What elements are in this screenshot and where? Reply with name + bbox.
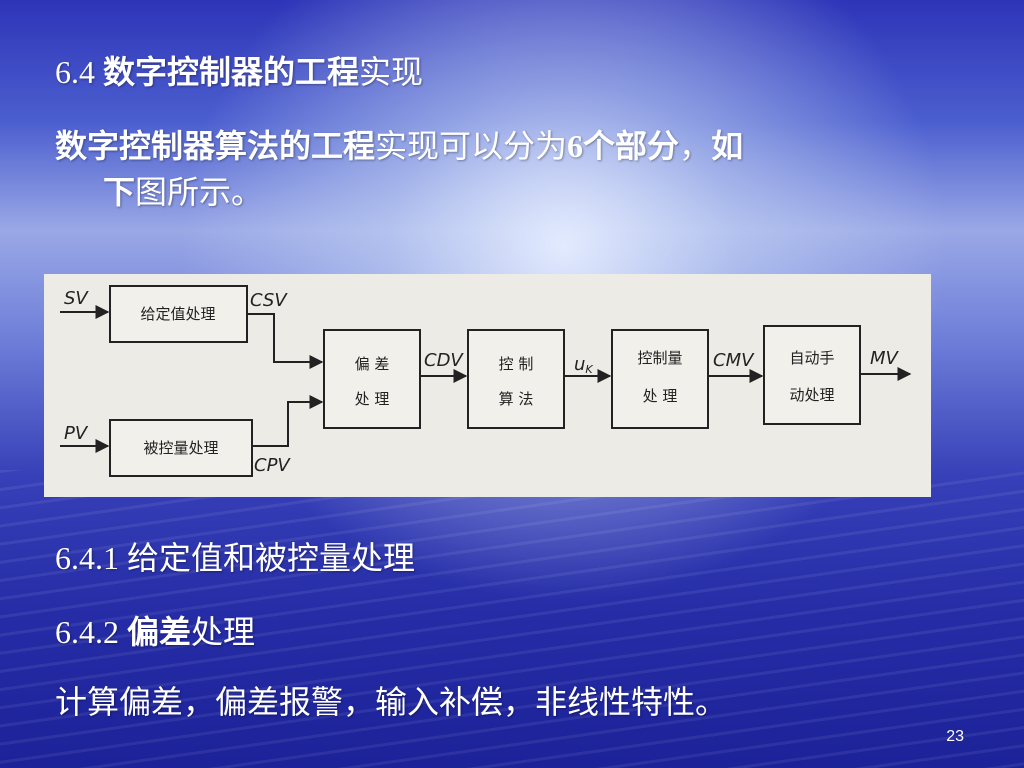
algorithm-block-label-2: 算 法: [499, 390, 534, 408]
uk-main: u: [574, 354, 585, 375]
mv-label: MV: [870, 348, 900, 369]
intro-rest-text: 实现可以分为: [375, 127, 568, 165]
uk-subscript: K: [585, 363, 593, 376]
csv-arrow: [247, 313, 324, 369]
sec2-bold-text: 偏差: [127, 613, 192, 651]
algorithm-block-label-1: 控 制: [499, 355, 534, 373]
intro2-bold-text: 下: [103, 173, 136, 211]
intro-bold-text: 数字控制器算法的工程: [55, 127, 376, 165]
control-output-block: [611, 329, 709, 429]
sv-label: SV: [64, 288, 89, 309]
output-block-label-2: 处 理: [643, 387, 678, 405]
intro-end-text: 如: [711, 127, 744, 165]
sec1-number: 6.4.1: [55, 540, 127, 576]
intro-bold-text-2: 个部分: [583, 127, 680, 165]
pv-label: PV: [64, 423, 89, 444]
manual-block-label-1: 自动手: [789, 349, 834, 367]
uk-label: uK: [574, 354, 593, 376]
setpoint-processing-block: [109, 285, 248, 343]
cpv-label: CPV: [254, 455, 291, 476]
measured-processing-block: [109, 419, 253, 477]
section-6-4-2: 6.4.2 偏差处理: [55, 612, 255, 652]
cmv-label: CMV: [713, 350, 755, 371]
cpv-arrow: [252, 395, 324, 447]
measured-block-label: 被控量处理: [143, 439, 218, 457]
setpoint-block-label: 给定值处理: [140, 305, 215, 323]
deviation-block-label-2: 处 理: [355, 390, 390, 408]
title-bold-text: 数字控制器的工程: [103, 53, 360, 91]
intro-line-1: 数字控制器算法的工程实现可以分为6个部分，如: [55, 126, 743, 166]
output-block-label-1: 控制量: [637, 349, 682, 367]
csv-label: CSV: [250, 290, 288, 311]
sec1-text: 给定值和被控量处理: [127, 539, 416, 577]
block-diagram: SV PV CSV CPV CDV uK CMV MV 给定值处理 被控量处理 …: [44, 274, 931, 497]
intro-comma: ，: [679, 127, 712, 165]
sec2-number: 6.4.2: [55, 614, 127, 650]
section-6-4-1: 6.4.1 给定值和被控量处理: [55, 538, 415, 578]
sec2-rest-text: 处理: [191, 613, 256, 651]
manual-block-label-2: 动处理: [789, 386, 834, 404]
title-rest-text: 实现: [359, 53, 424, 91]
deviation-processing-block: [323, 329, 421, 429]
intro-number: 6: [567, 128, 584, 164]
title-number: 6.4: [55, 54, 103, 90]
page-number: 23: [946, 728, 964, 745]
intro-line-2: 下图所示。: [103, 172, 263, 212]
cdv-label: CDV: [424, 350, 464, 371]
block-diagram-svg: SV PV CSV CPV CDV uK CMV MV 给定值处理 被控量处理 …: [60, 285, 912, 477]
deviation-details-text: 计算偏差，偏差报警，输入补偿，非线性特性。: [55, 683, 728, 721]
intro2-rest-text: 图所示。: [135, 173, 264, 211]
auto-manual-block: [763, 325, 861, 425]
slide-title: 6.4 数字控制器的工程实现: [55, 52, 423, 92]
deviation-block-label-1: 偏 差: [355, 355, 390, 373]
control-algorithm-block: [467, 329, 565, 429]
